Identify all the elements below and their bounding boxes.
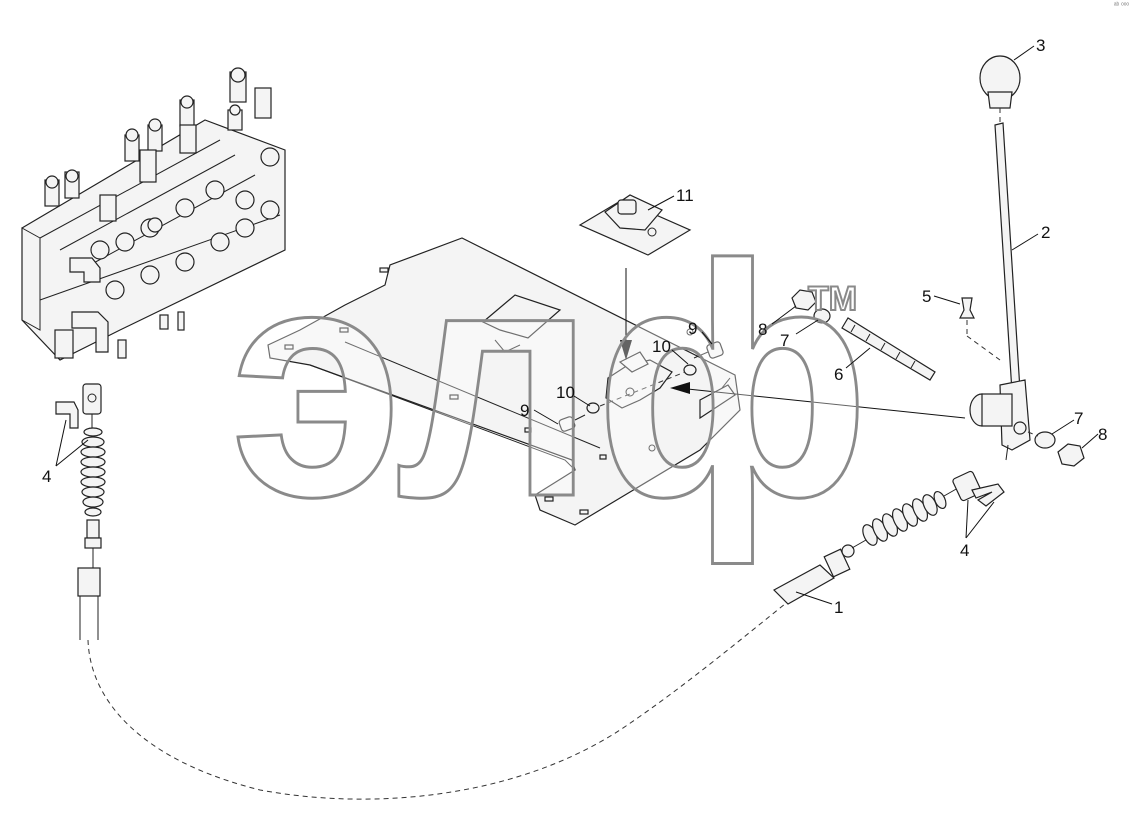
callout-2: 2 — [1041, 223, 1050, 242]
washer-10a — [683, 364, 697, 376]
left-cable-boot — [80, 427, 106, 517]
washer-7a — [813, 308, 831, 324]
screw-9a — [693, 341, 724, 359]
callout-leaders — [55, 45, 1099, 605]
callout-4a: 4 — [42, 467, 51, 486]
screw-9b — [558, 414, 586, 432]
callout-9b: 9 — [520, 401, 529, 420]
control-cable — [55, 383, 1005, 800]
callout-5: 5 — [922, 287, 931, 306]
callout-3: 3 — [1036, 36, 1045, 55]
right-cable-boot — [862, 490, 947, 546]
svg-text:элф: элф — [230, 196, 870, 567]
watermark-logo: элф TM — [229, 195, 872, 569]
callout-1: 1 — [834, 598, 843, 617]
callout-8a: 8 — [758, 320, 767, 339]
control-valve-block — [21, 67, 286, 361]
callout-10b: 10 — [556, 383, 575, 402]
floor-plate — [267, 237, 741, 526]
callout-10a: 10 — [652, 337, 671, 356]
corner-mark: ᵃᵇ ᵒᵒᵒ — [1113, 2, 1129, 9]
callout-4b: 4 — [960, 541, 969, 560]
switch-assembly — [578, 194, 692, 256]
callout-8b: 8 — [1098, 425, 1107, 444]
valve-fittings — [44, 67, 280, 359]
callout-6: 6 — [834, 365, 843, 384]
threaded-rod — [841, 317, 936, 381]
lever-bracket — [605, 351, 673, 409]
callout-9a: 9 — [688, 319, 697, 338]
callout-7a: 7 — [780, 331, 789, 350]
grease-fitting — [959, 297, 975, 319]
callout-11: 11 — [676, 186, 694, 205]
nut-8b — [1057, 443, 1085, 467]
nut-8a — [791, 289, 817, 311]
svg-text:TM: TM — [808, 280, 857, 318]
washer-7b — [1034, 431, 1056, 449]
control-lever — [969, 122, 1031, 461]
knob — [979, 55, 1021, 109]
callout-7b: 7 — [1074, 409, 1083, 428]
